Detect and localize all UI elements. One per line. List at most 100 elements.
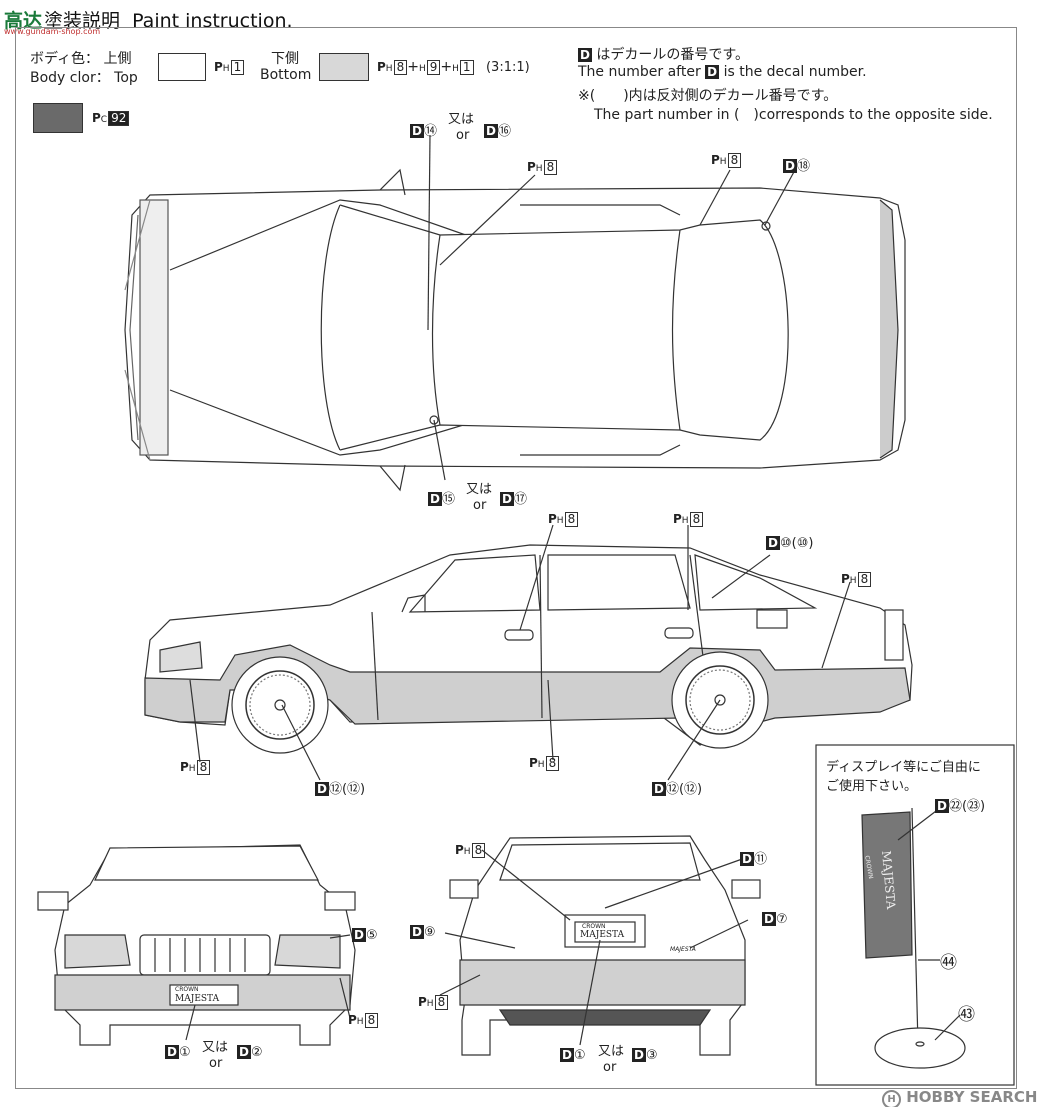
decal-prefix: D (165, 1045, 179, 1059)
paint-number: 8 (434, 995, 449, 1010)
decal-prefix: D (578, 48, 592, 62)
part-44: ㊹ (940, 953, 957, 973)
label-or-en-2: or (473, 498, 487, 513)
paint-number: 8 (857, 572, 872, 587)
decal-number: ① (178, 1045, 191, 1060)
decal-number: ⑤ (365, 928, 378, 943)
decal-prefix: D (766, 536, 780, 550)
decal-number: ③ (645, 1048, 658, 1063)
decal-prefix: D (632, 1048, 646, 1062)
decal-prefix: D (410, 124, 424, 138)
paint-prefix: P (711, 153, 720, 167)
label-or-en-3: or (209, 1056, 223, 1071)
paint-sub: H (188, 764, 196, 774)
paint-number: 8 (564, 512, 579, 527)
body-color-en-text: Body clor： (30, 70, 110, 86)
decal-number: ① (573, 1048, 586, 1063)
paint-sub: H (222, 64, 230, 74)
paint-number: 1 (459, 60, 474, 75)
paint-number: 1 (230, 60, 245, 75)
decal-note-4: The part number in ( )corresponds to the… (594, 107, 993, 123)
header-logo: 高达塗装説明 Paint instruction. (4, 6, 293, 33)
part-43: ㊸ (958, 1005, 975, 1025)
watermark: H HOBBY SEARCH (882, 1088, 1037, 1107)
paint-prefix: P (548, 512, 557, 526)
paint-number: 8 (545, 756, 560, 771)
paint-prefix: P (455, 843, 464, 857)
label-or-jp: 又は (448, 112, 475, 127)
paint-prefix: P (527, 160, 536, 174)
decal-number: ⑨ (423, 925, 436, 940)
body-color-jp: ボディ色： 上側 (30, 48, 131, 68)
paint-prefix: P (92, 111, 101, 125)
paint-prefix: P (529, 756, 538, 770)
decal-number: ⑦ (775, 912, 788, 927)
decal-number: ⑮ (441, 492, 455, 507)
paint-prefix: P (214, 60, 223, 74)
paint-number: 8 (196, 760, 211, 775)
paint-sub: H (681, 516, 689, 526)
flag-note-1: ディスプレイ等にご自由に (826, 760, 981, 775)
mix-ratio: (3:1:1) (485, 60, 530, 75)
decal-number: ⑪ (753, 852, 767, 867)
decal-number: ⑩(⑩) (779, 536, 814, 551)
rear-view (439, 835, 761, 1056)
label-or-en: or (456, 128, 470, 143)
logo-text: 高达 (4, 10, 43, 32)
side-view (144, 524, 913, 781)
paint-sub: H (426, 999, 434, 1009)
paint-number: 8 (471, 843, 486, 858)
decal-prefix: D (783, 159, 797, 173)
watermark-text: HOBBY SEARCH (906, 1088, 1038, 1106)
rear-plate-small: CROWN (582, 923, 606, 930)
decal-prefix: D (652, 782, 666, 796)
decal-note-2b: is the decal number. (723, 64, 867, 80)
paint-sub: H (463, 847, 471, 857)
paint-sub: H (556, 516, 564, 526)
flag-note-2: ご使用下さい。 (826, 779, 918, 794)
rear-badge: MAJESTA (670, 946, 696, 953)
paint-prefix: P (673, 512, 682, 526)
title-en: Paint instruction. (132, 10, 293, 32)
paint-sub: H (849, 576, 857, 586)
bottom-en: Bottom (260, 67, 312, 83)
paint-prefix: P (377, 60, 386, 74)
label-or-jp-2: 又は (466, 482, 493, 497)
paint-prefix: P (418, 995, 427, 1009)
decal-prefix: D (315, 782, 329, 796)
decal-note-1-text: はデカールの番号です。 (596, 47, 750, 63)
paint-prefix: P (180, 760, 189, 774)
front-plate-small: CROWN (175, 986, 199, 993)
decal-prefix: D (484, 124, 498, 138)
decal-prefix: D (705, 65, 720, 79)
title-jp: 塗装説明 (44, 10, 121, 32)
decal-prefix: D (237, 1045, 251, 1059)
body-color-jp-text: ボディ色： (30, 51, 100, 67)
front-view (37, 844, 356, 1046)
paint-sub: H (537, 760, 545, 770)
paint-number: 8 (393, 60, 408, 75)
decal-prefix: D (935, 799, 949, 813)
decal-number: ⑯ (497, 124, 511, 139)
